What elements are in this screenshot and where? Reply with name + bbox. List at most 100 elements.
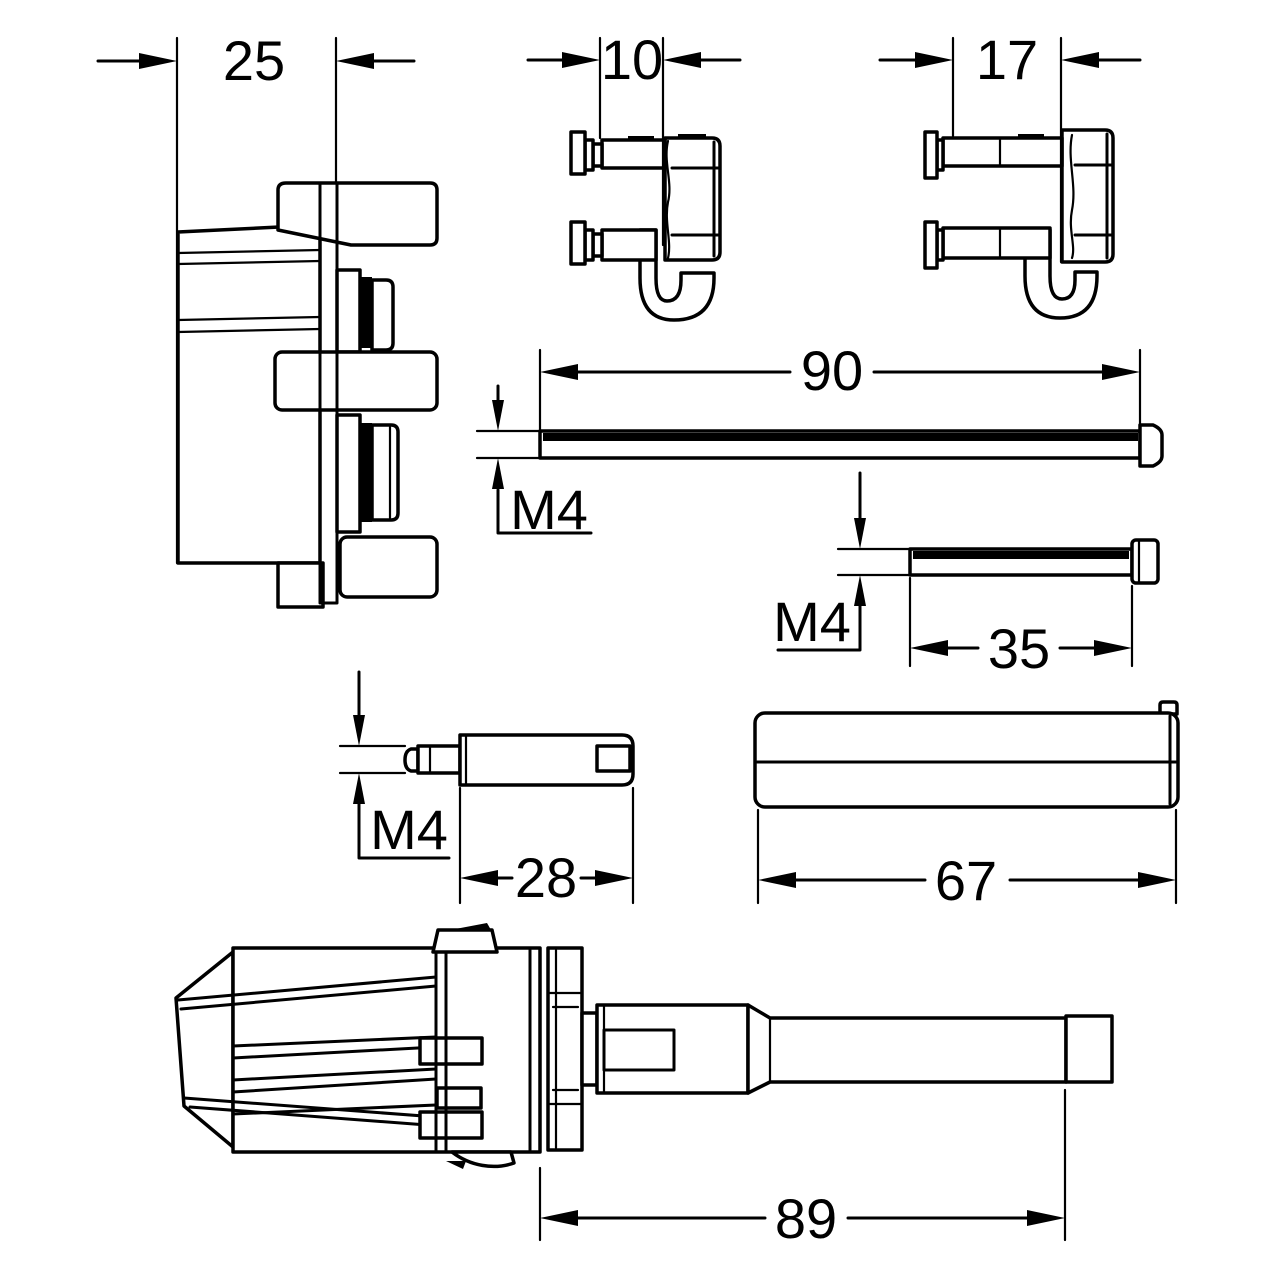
- adapter-body-grooves: [176, 248, 322, 334]
- large-hook-lower-arm: [941, 226, 1052, 260]
- arrow-28-left: [460, 870, 498, 886]
- arrow-25-right: [336, 53, 374, 69]
- arrow-17-right: [1061, 52, 1099, 68]
- arrow-67-right: [1138, 872, 1176, 888]
- handle-clip-mid: [435, 1086, 483, 1110]
- adapter-upper-dark-bar: [359, 277, 372, 348]
- adapter-lower-cap: [370, 423, 400, 522]
- adapter-upper-block: [335, 268, 362, 354]
- large-hook-body-lines: [1073, 132, 1115, 260]
- large-hook-upper-arm: [941, 136, 1064, 168]
- extension-slot: [595, 744, 632, 773]
- dimension-lines: [96, 58, 1142, 1220]
- handle-clip-lower: [418, 1110, 484, 1140]
- handle-top-band: [176, 975, 438, 1011]
- dim-label-m4-ext: M4: [370, 798, 448, 861]
- adapter-top-tab: [276, 181, 439, 247]
- arrow-17-left: [915, 52, 953, 68]
- extension-stud-tip: [403, 747, 420, 773]
- handle-bottom-band: [182, 1096, 452, 1128]
- dim-label-17: 17: [976, 28, 1038, 91]
- handle-top-tab-mark: [450, 923, 491, 930]
- large-hook-screw1-head: [923, 130, 939, 180]
- m4-long-leader: [496, 384, 593, 535]
- screw-m4x90: [538, 423, 1164, 468]
- adapter-bottom-tab: [338, 535, 439, 599]
- large-hook-body: [1060, 128, 1115, 264]
- small-hook-screw1-head: [569, 130, 587, 176]
- large-hook-tick-body: [1018, 134, 1044, 139]
- arrow-25-left: [139, 53, 177, 69]
- arrow-89-left: [540, 1210, 578, 1226]
- adapter-lower-dark-bar: [359, 423, 372, 522]
- handle-flange-lines: [546, 948, 584, 1150]
- m4-short-leader: [776, 471, 862, 652]
- handle-bottom-skirt: [450, 1150, 516, 1169]
- handle-face-lines: [434, 948, 532, 1154]
- short-screw-head: [1130, 538, 1160, 585]
- arrow-10-right: [663, 52, 701, 68]
- sleeve-lines: [755, 714, 1178, 806]
- arrow-89-right: [1027, 1210, 1065, 1226]
- small-hook-body-lines: [670, 140, 720, 258]
- adapter-bottom-step: [276, 561, 325, 609]
- arrow-35-left: [910, 640, 948, 656]
- long-screw-thread-band: [543, 433, 1138, 441]
- extension-stud: [416, 744, 462, 775]
- small-hook-screw2-head: [569, 220, 587, 266]
- sleeve-body: [753, 711, 1180, 809]
- handle-flange: [546, 946, 584, 1152]
- m4-ext-arrow-down: [353, 715, 365, 746]
- dimension-annotations: 25 10 17 90 M4 M4 35 M4 28 67 89: [96, 28, 1178, 1250]
- dim-label-67: 67: [935, 849, 997, 912]
- small-hook-lower-arm: [600, 228, 658, 262]
- handle-nose: [174, 950, 235, 1149]
- large-hook-screw2-head: [923, 220, 939, 270]
- m4-long-arrow-up: [492, 458, 504, 489]
- small-hook-body: [663, 136, 722, 262]
- dim-label-m4-long: M4: [510, 478, 588, 541]
- handle-top-tab: [431, 928, 499, 954]
- flush-plate-adapter: [176, 181, 439, 609]
- m4-long-reflines: [475, 429, 542, 460]
- adapter-upper-cap: [370, 278, 395, 352]
- adapter-plate-edges: [318, 181, 339, 605]
- handle-spindle: [746, 1003, 1068, 1095]
- m4-ext-reflines: [338, 744, 407, 775]
- arrow-10-left: [562, 52, 600, 68]
- small-hook-tick-body: [678, 134, 706, 139]
- adapter-middle-tab: [273, 350, 439, 412]
- handle-clip-upper: [418, 1036, 484, 1066]
- dim-label-89: 89: [775, 1187, 837, 1250]
- dim-label-25: 25: [223, 29, 285, 92]
- long-screw-head: [1138, 423, 1164, 468]
- hook-adapter-small: [569, 130, 722, 322]
- handle-keyway: [602, 1028, 676, 1072]
- handle-ring: [580, 1011, 599, 1087]
- extension-adapter: [403, 733, 635, 787]
- small-hook-tick-top: [628, 136, 654, 141]
- sleeve-tab: [1158, 700, 1179, 716]
- arrow-90-right: [1102, 364, 1140, 380]
- handle-bottom-mark: [446, 1161, 466, 1169]
- adapter-lower-block: [335, 413, 362, 534]
- short-screw-thread-band: [913, 551, 1129, 559]
- m4-long-arrow-down: [492, 400, 504, 431]
- dim-label-10: 10: [601, 28, 663, 91]
- handle-ribs: [231, 1035, 438, 1116]
- dim-label-28: 28: [515, 846, 577, 909]
- arrow-67-left: [758, 872, 796, 888]
- small-hook-upper-arm: [600, 138, 667, 170]
- m4-ext-leader: [357, 670, 451, 860]
- arrow-90-left: [540, 364, 578, 380]
- hook-adapter-large: [923, 128, 1115, 320]
- sleeve: [753, 700, 1180, 809]
- dim-label-35: 35: [988, 617, 1050, 680]
- m4-ext-arrow-up: [353, 773, 365, 804]
- dim-label-m4-short: M4: [773, 590, 851, 653]
- handle-assembly: [174, 923, 1114, 1169]
- arrow-28-right: [595, 870, 633, 886]
- m4-short-arrow-down: [854, 518, 866, 549]
- small-hook-j: [638, 228, 716, 322]
